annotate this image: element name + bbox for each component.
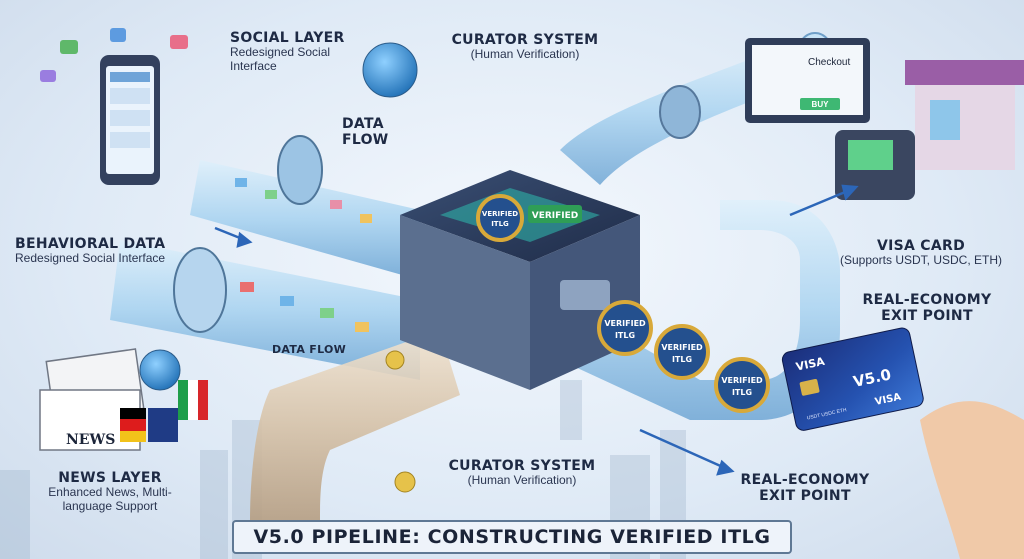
exit-bottom-label: REAL-ECONOMY EXIT POINT bbox=[740, 472, 870, 504]
svg-text:VERIFIED: VERIFIED bbox=[604, 319, 646, 328]
curator-bottom-label: CURATOR SYSTEM (Human Verification) bbox=[432, 458, 612, 488]
svg-text:ITLG: ITLG bbox=[615, 331, 635, 340]
globe-icon bbox=[140, 350, 180, 390]
social-pipe bbox=[190, 136, 420, 280]
hand-illustration bbox=[920, 401, 1024, 559]
social-layer-label: SOCIAL LAYER Redesigned Social Interface bbox=[230, 30, 345, 74]
svg-text:VERIFIED: VERIFIED bbox=[532, 211, 579, 221]
news-layer-title: NEWS LAYER bbox=[5, 470, 215, 486]
behavioral-data-label: BEHAVIORAL DATA Redesigned Social Interf… bbox=[15, 236, 165, 266]
svg-text:VERIFIED: VERIFIED bbox=[721, 376, 763, 385]
exit-top-label: REAL-ECONOMY EXIT POINT bbox=[862, 292, 992, 324]
verified-stamp: VERIFIED ITLG bbox=[716, 359, 768, 411]
checkout-monitor bbox=[745, 38, 870, 123]
visa-card-title: VISA CARD bbox=[836, 238, 1006, 254]
curator-bottom-subtitle: (Human Verification) bbox=[432, 474, 612, 488]
visa-card-subtitle: (Supports USDT, USDC, ETH) bbox=[836, 254, 1006, 268]
news-layer-subtitle: Enhanced News, Multi-language Support bbox=[35, 486, 185, 514]
svg-text:VERIFIED: VERIFIED bbox=[661, 343, 703, 352]
data-flow-top-text: DATA FLOW bbox=[342, 116, 398, 148]
news-sign: NEWS bbox=[66, 432, 115, 448]
phone-illustration bbox=[40, 28, 188, 185]
data-flow-mid-label: DATA FLOW bbox=[272, 344, 346, 357]
behavioral-data-title: BEHAVIORAL DATA bbox=[15, 236, 165, 252]
verified-stamp: VERIFIED ITLG bbox=[478, 196, 522, 240]
curator-top-label: CURATOR SYSTEM (Human Verification) bbox=[440, 32, 610, 62]
exit-bottom-text: REAL-ECONOMY EXIT POINT bbox=[740, 472, 870, 504]
svg-text:ITLG: ITLG bbox=[491, 220, 509, 228]
pipeline-banner: V5.0 PIPELINE: CONSTRUCTING VERIFIED ITL… bbox=[232, 520, 792, 554]
visa-card-label: VISA CARD (Supports USDT, USDC, ETH) bbox=[836, 238, 1006, 268]
social-layer-subtitle: Redesigned Social Interface bbox=[230, 46, 340, 74]
svg-text:ITLG: ITLG bbox=[732, 388, 752, 397]
verified-stamp: VERIFIED ITLG bbox=[656, 326, 708, 378]
checkout-title: Checkout bbox=[808, 57, 850, 68]
social-layer-title: SOCIAL LAYER bbox=[230, 30, 345, 46]
svg-text:VERIFIED: VERIFIED bbox=[482, 210, 518, 218]
verified-badge-green: VERIFIED bbox=[528, 205, 582, 223]
data-flow-mid-text: DATA FLOW bbox=[272, 344, 346, 357]
buy-button-text: BUY bbox=[812, 100, 830, 109]
behavioral-data-subtitle: Redesigned Social Interface bbox=[15, 252, 165, 266]
verified-stamp: VERIFIED ITLG bbox=[599, 302, 651, 354]
news-layer-label: NEWS LAYER Enhanced News, Multi-language… bbox=[5, 470, 215, 514]
data-flow-top-label: DATA FLOW bbox=[342, 116, 398, 148]
exit-top-text: REAL-ECONOMY EXIT POINT bbox=[862, 292, 992, 324]
curator-top-subtitle: (Human Verification) bbox=[440, 48, 610, 62]
curator-top-title: CURATOR SYSTEM bbox=[440, 32, 610, 48]
curator-bottom-title: CURATOR SYSTEM bbox=[432, 458, 612, 474]
globe-icon bbox=[363, 43, 417, 97]
svg-text:ITLG: ITLG bbox=[672, 355, 692, 364]
shop-building bbox=[905, 60, 1024, 170]
